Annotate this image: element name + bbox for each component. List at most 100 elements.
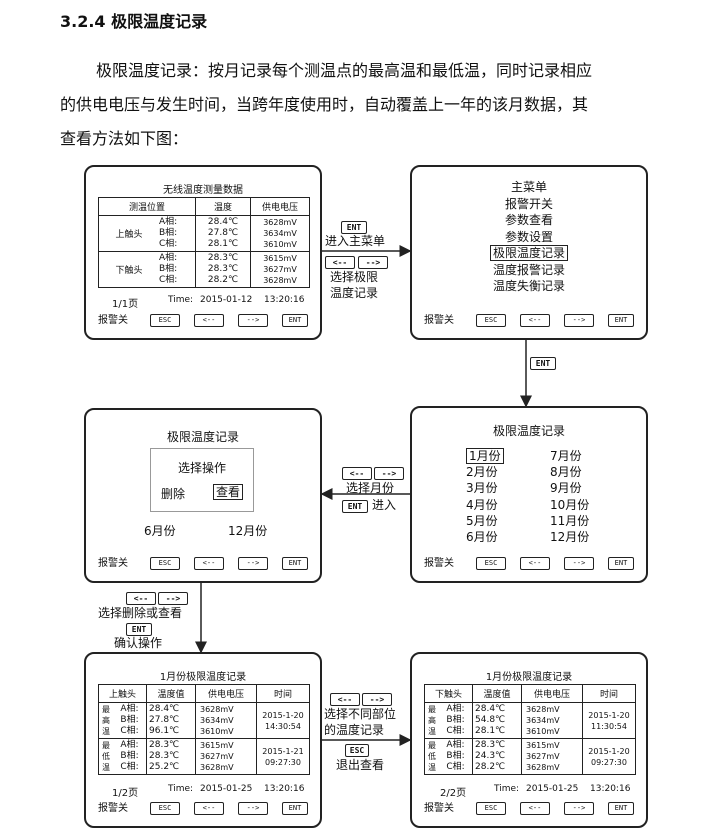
- menu-item-temp-alarm-record[interactable]: 温度报警记录: [492, 262, 565, 277]
- alarm-off-label: 报警关: [98, 558, 128, 569]
- esc-button[interactable]: ESC: [476, 557, 506, 570]
- screen-wireless-temperature: 无线温度测量数据 测温位置 温度 供电电压 上触头 A相:B相:C相: 28.4…: [84, 165, 322, 340]
- esc-button[interactable]: ESC: [476, 314, 506, 327]
- arrow4-right-key: -->: [158, 592, 188, 605]
- left-arrow-button[interactable]: <--: [194, 314, 224, 327]
- header-voltage: 供电电压: [195, 684, 257, 703]
- screen1-time-label: Time:: [168, 295, 194, 305]
- right-arrow-button[interactable]: -->: [238, 802, 268, 815]
- ent-button[interactable]: ENT: [282, 557, 308, 570]
- month-5[interactable]: 5月份: [466, 513, 498, 528]
- ent-button[interactable]: ENT: [608, 802, 634, 815]
- ent-button[interactable]: ENT: [608, 314, 634, 327]
- arrow5-label2: 退出查看: [336, 758, 385, 772]
- arrow5-label-a: 选择不同部位: [324, 707, 397, 721]
- left-arrow-button[interactable]: <--: [520, 802, 550, 815]
- screen5-page: 1/2页: [112, 788, 139, 799]
- arrow1-label2b: 温度记录: [330, 286, 379, 300]
- arrow1-label2a: 选择极限: [330, 270, 379, 284]
- esc-button[interactable]: ESC: [150, 802, 180, 815]
- menu-item-temp-imbalance-record[interactable]: 温度失衡记录: [492, 279, 565, 293]
- header-location: 测温位置: [98, 197, 196, 216]
- delete-option[interactable]: 删除: [161, 487, 186, 501]
- month-7[interactable]: 7月份: [550, 449, 582, 463]
- screen3-title: 极限温度记录: [492, 424, 565, 438]
- header-upper-contact: 上触头: [98, 684, 147, 703]
- phases-min: A相:B相:C相:: [113, 738, 147, 775]
- left-arrow-button[interactable]: <--: [194, 802, 224, 815]
- header-temp-value: 温度值: [146, 684, 196, 703]
- left-arrow-button[interactable]: <--: [194, 557, 224, 570]
- header-temp-value: 温度值: [472, 684, 522, 703]
- screen5-title: 1月份极限温度记录: [159, 672, 247, 683]
- view-option[interactable]: 查看: [213, 484, 244, 500]
- arrow3-label: 选择月份: [346, 481, 395, 495]
- arrow3-right-key: -->: [374, 467, 404, 480]
- esc-button[interactable]: ESC: [150, 314, 180, 327]
- right-arrow-button[interactable]: -->: [564, 314, 594, 327]
- label-max: 最高温: [424, 702, 439, 739]
- menu-item-param-settings[interactable]: 参数设置: [504, 229, 553, 244]
- menu-item-alarm-switch[interactable]: 报警开关: [504, 196, 553, 211]
- screen6-footer: 报警关 ESC <-- --> ENT: [412, 802, 646, 818]
- months-right-column: 7月份 8月份 9月份 10月份 11月份 12月份: [550, 448, 589, 545]
- view-option-wrapper: 查看: [213, 483, 244, 500]
- ent-button[interactable]: ENT: [282, 802, 308, 815]
- esc-button[interactable]: ESC: [150, 557, 180, 570]
- month-3[interactable]: 3月份: [466, 481, 498, 496]
- month-9[interactable]: 9月份: [550, 481, 582, 496]
- header-time: 时间: [582, 684, 636, 703]
- ent-button[interactable]: ENT: [282, 314, 308, 327]
- month-10[interactable]: 10月份: [550, 497, 590, 512]
- screen-month-select: 极限温度记录 1月份 2月份 3月份 4月份 5月份 6月份 7月份 8月份 9…: [410, 406, 648, 583]
- screen3-footer: 报警关 ESC <-- --> ENT: [412, 557, 646, 573]
- month-6[interactable]: 6月份: [466, 530, 498, 545]
- menu-item-param-view[interactable]: 参数查看: [504, 213, 553, 227]
- month-12[interactable]: 12月份: [550, 530, 590, 545]
- right-arrow-button[interactable]: -->: [238, 557, 268, 570]
- screen1-date: 2015-01-12: [200, 295, 253, 305]
- arrow4-left-key: <--: [126, 592, 156, 605]
- screen-operation-select: 极限温度记录 选择操作 删除 查看 6月份 12月份 报警关 ESC <-- -…: [84, 408, 322, 583]
- label-min: 最低温: [424, 738, 439, 775]
- paragraph-line-3: 查看方法如下图：: [60, 129, 189, 148]
- paragraph-line-1: 极限温度记录：按月记录每个测温点的最高温和最低温，同时记录相应: [96, 61, 593, 80]
- arrow2-ent-key: ENT: [530, 357, 556, 370]
- month-8[interactable]: 8月份: [550, 465, 582, 480]
- menu-title: 主菜单: [510, 180, 547, 194]
- month-4[interactable]: 4月份: [466, 497, 498, 512]
- month-11[interactable]: 11月份: [550, 513, 590, 528]
- esc-button[interactable]: ESC: [476, 802, 506, 815]
- location-upper: 上触头: [98, 215, 159, 252]
- right-arrow-button[interactable]: -->: [238, 314, 268, 327]
- alarm-off-label: 报警关: [424, 315, 454, 326]
- location-lower: 下触头: [98, 251, 159, 288]
- label-max: 最高温: [98, 702, 113, 739]
- right-arrow-button[interactable]: -->: [564, 557, 594, 570]
- left-arrow-button[interactable]: <--: [520, 557, 550, 570]
- main-menu-list: 主菜单 报警开关 参数查看 参数设置 极限温度记录 温度报警记录 温度失衡记录: [412, 179, 646, 295]
- month-2[interactable]: 2月份: [466, 465, 498, 480]
- alarm-off-label: 报警关: [98, 803, 128, 814]
- arrow5-right-key: -->: [362, 693, 392, 706]
- menu-item-extreme-temp-record[interactable]: 极限温度记录: [489, 245, 568, 261]
- screen4-month-left: 6月份: [144, 524, 176, 538]
- right-arrow-button[interactable]: -->: [564, 802, 594, 815]
- arrow1-ent-key: ENT: [341, 221, 367, 234]
- month-1[interactable]: 1月份: [466, 448, 504, 464]
- left-arrow-button[interactable]: <--: [520, 314, 550, 327]
- ent-button[interactable]: ENT: [608, 557, 634, 570]
- header-lower-contact: 下触头: [424, 684, 473, 703]
- alarm-off-label: 报警关: [98, 315, 128, 326]
